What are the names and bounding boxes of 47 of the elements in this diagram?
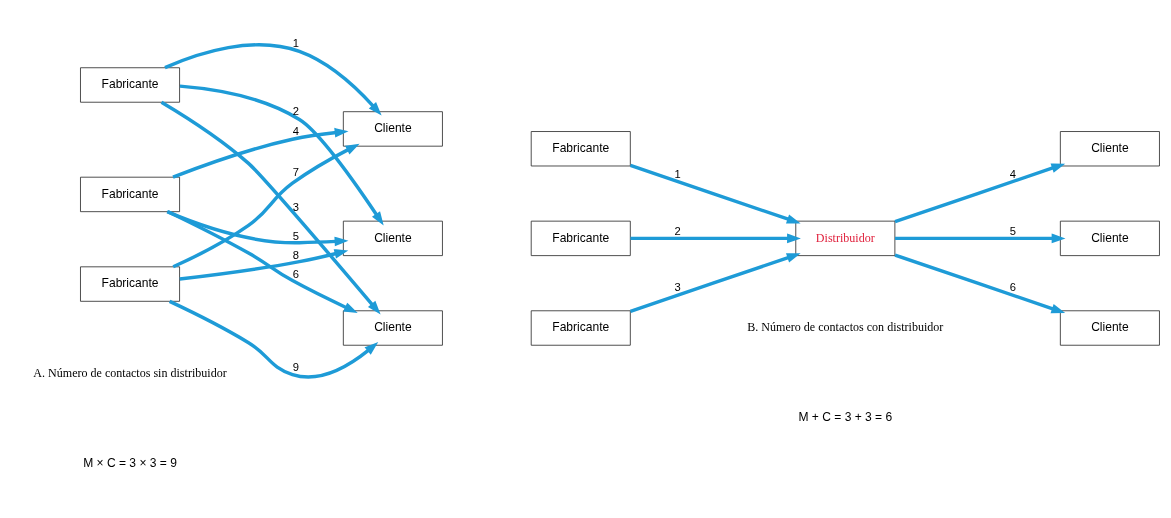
node-box: Fabricante (80, 66, 180, 103)
arrow (630, 233, 801, 243)
node-box: Fabricante (530, 130, 631, 166)
edge-label: 5 (292, 229, 300, 242)
edge-label: 3 (292, 200, 300, 213)
node-box: Fabricante (530, 309, 631, 346)
arrow (895, 233, 1066, 243)
arrow (894, 252, 1066, 313)
edge-label: 6 (292, 267, 300, 280)
arrow (629, 252, 801, 313)
edge-label: 1 (292, 36, 300, 49)
arrow (167, 209, 358, 313)
label: M + C = 3 + 3 = 6 (798, 409, 893, 424)
node-box: Fabricante (80, 176, 180, 212)
node-box: Distribuidor (795, 220, 896, 256)
arrow (166, 209, 349, 246)
node-box: Cliente (342, 309, 443, 346)
arrow (894, 163, 1066, 223)
arrow (172, 143, 360, 268)
edge-label: 6 (1009, 280, 1017, 293)
edge-label: 1 (674, 167, 681, 180)
edge-label: 3 (674, 280, 681, 293)
arrow (164, 42, 382, 116)
edge-label: 5 (1009, 224, 1017, 237)
node-box: Cliente (342, 220, 443, 256)
edge-label: 4 (1009, 167, 1017, 180)
node-box: Cliente (342, 110, 443, 147)
arrow (168, 299, 379, 379)
arrow (179, 248, 349, 281)
edge-label: 8 (292, 248, 300, 261)
label: B. Número de contactos con distribuidor (747, 319, 944, 334)
edge-label: 4 (292, 124, 300, 137)
arrow (160, 100, 381, 314)
node-box: Cliente (1059, 220, 1160, 256)
edge-label: 2 (292, 104, 300, 117)
label: A. Número de contactos sin distribuidor (33, 365, 227, 380)
node-box: Cliente (1059, 130, 1160, 166)
node-box: Fabricante (530, 220, 631, 256)
edge-label: 9 (292, 360, 300, 373)
arrow (172, 127, 349, 179)
node-box: Fabricante (80, 265, 180, 302)
edge-label: 2 (674, 224, 681, 237)
node-box: Cliente (1059, 309, 1160, 346)
arrow (179, 83, 384, 225)
label: M × C = 3 × 3 = 9 (83, 455, 177, 470)
arrow (629, 163, 801, 224)
edge-label: 7 (292, 165, 300, 178)
